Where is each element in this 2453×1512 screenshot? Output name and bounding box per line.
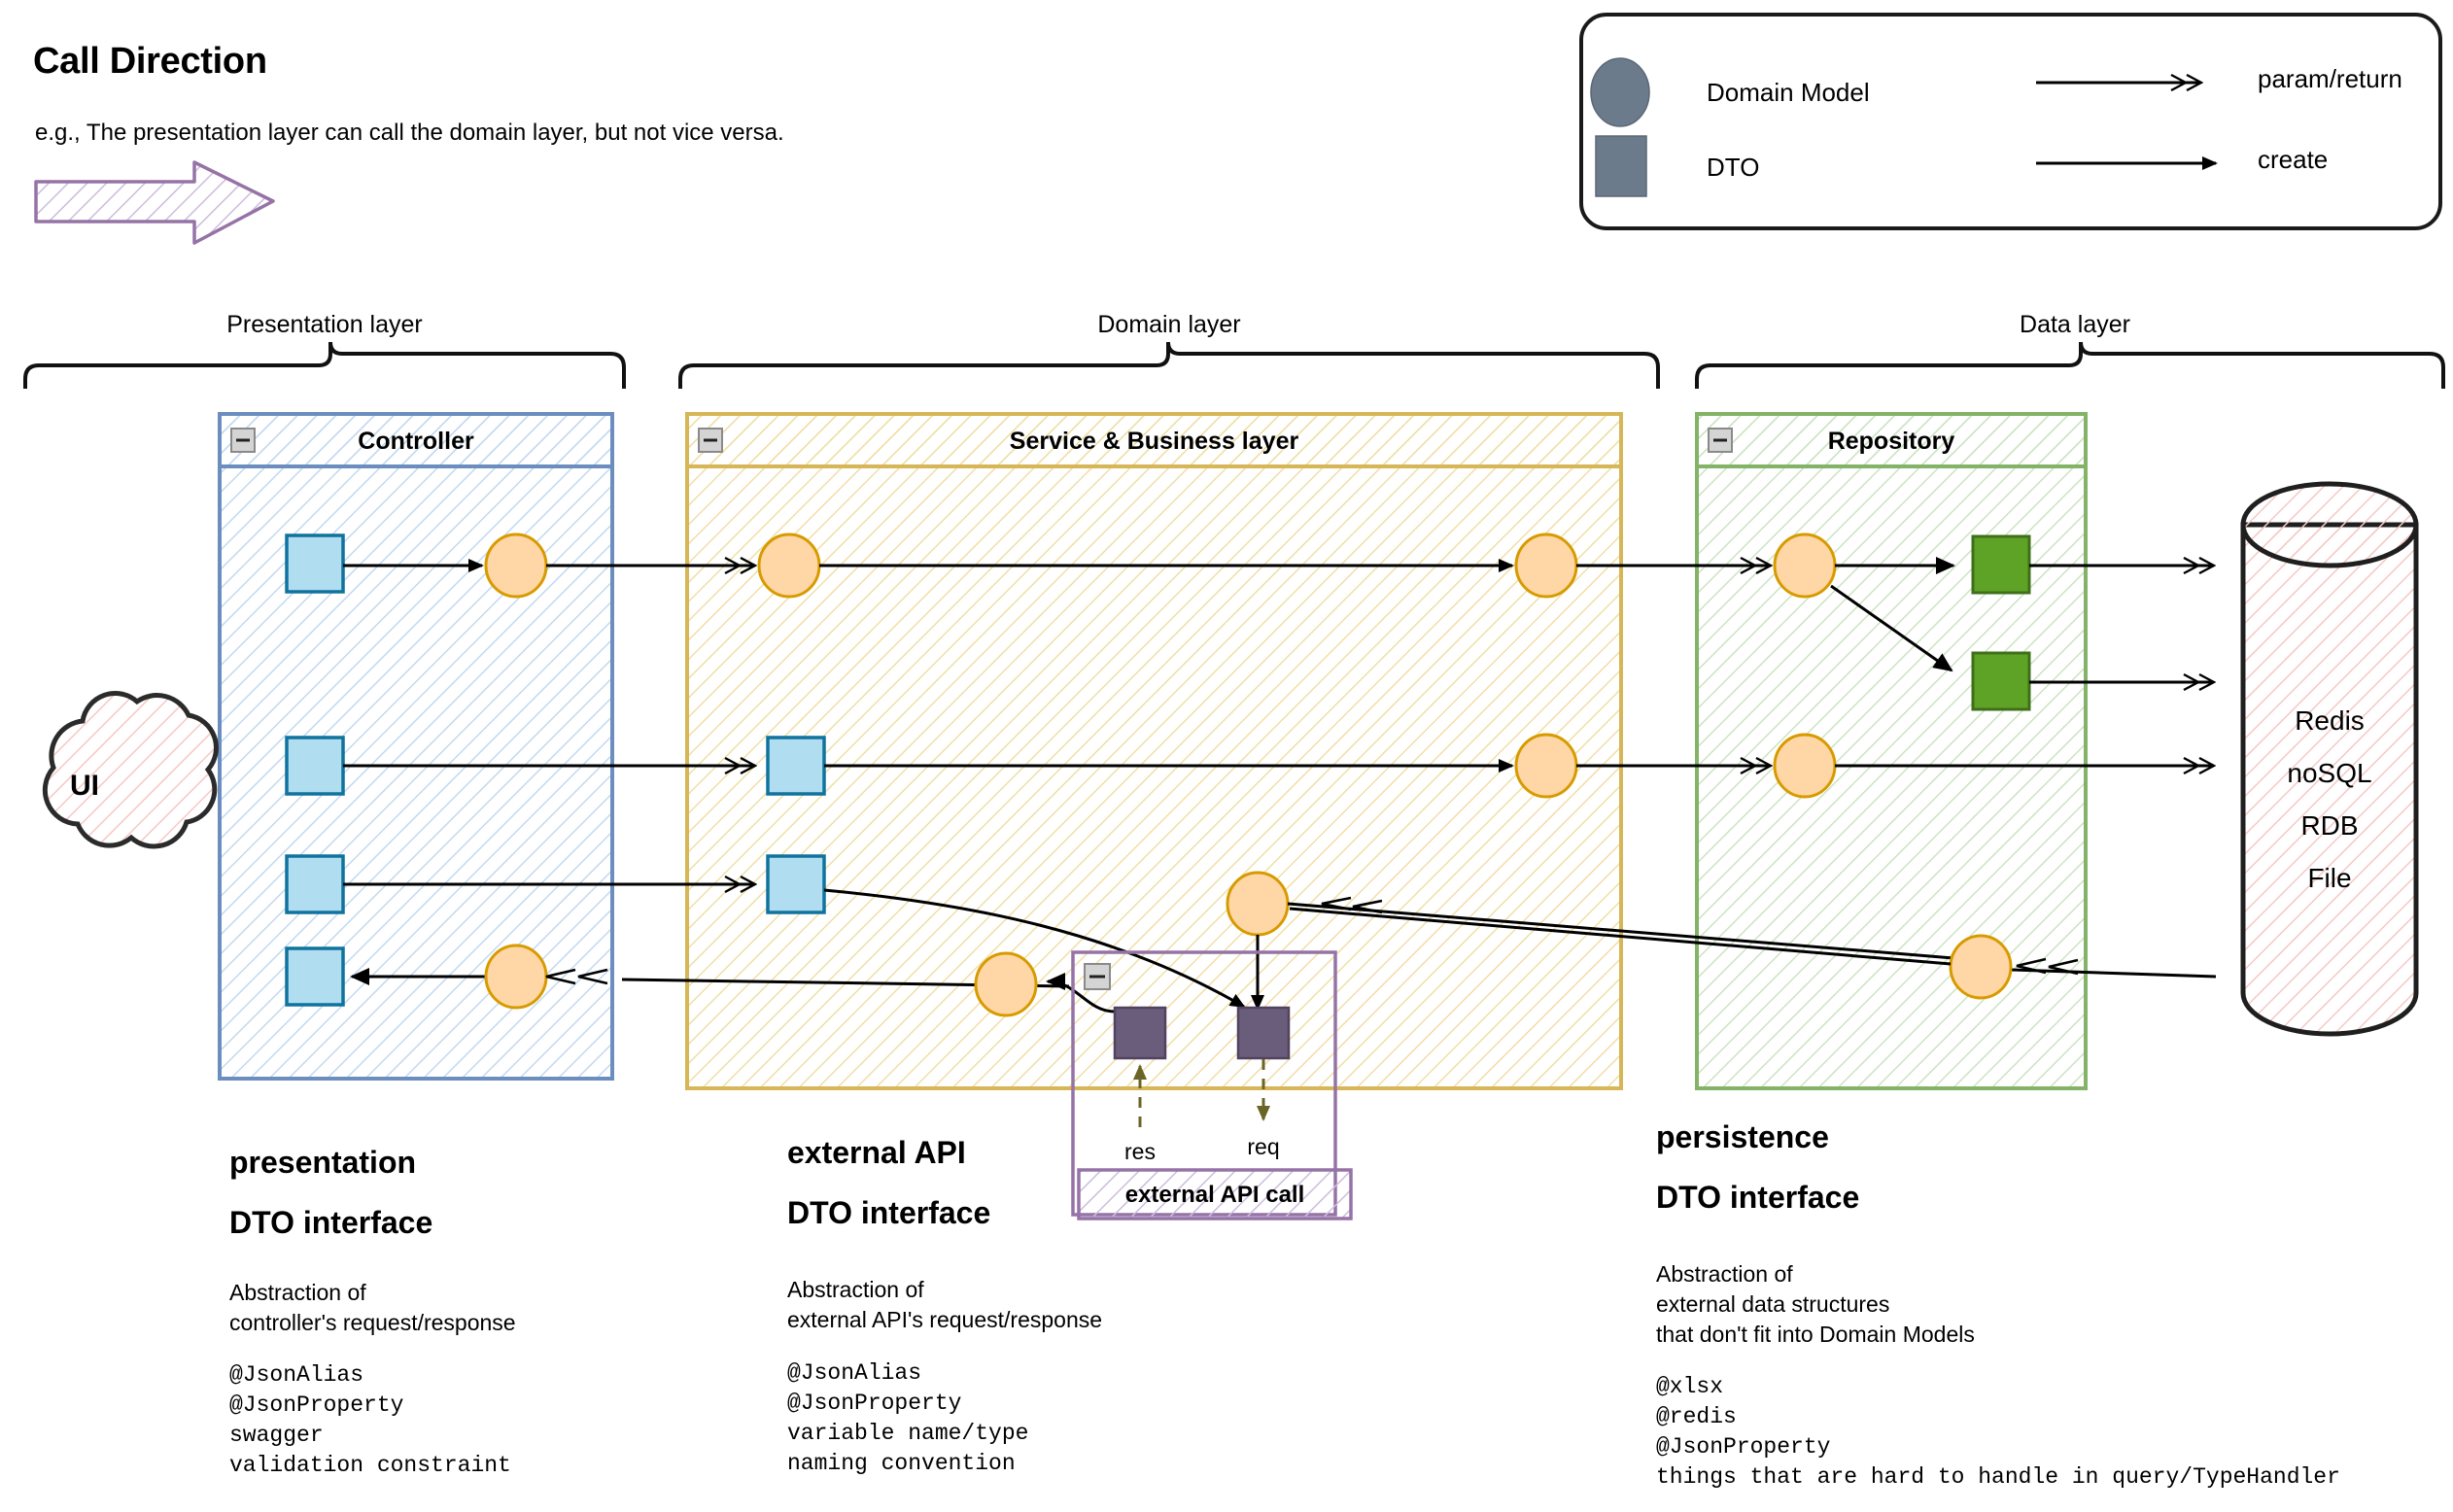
datastore-line-1: noSQL [2287,758,2372,788]
bracket-domain [678,341,1660,389]
flow-row-4 [285,907,2217,1017]
legend-dto-icon [1595,135,1647,197]
note-1-mono: @JsonAlias @JsonProperty swagger validat… [229,1362,511,1478]
datastore-line-0: Redis [2295,705,2365,736]
dto-presentation-2 [285,736,345,796]
panel-title-repository: Repository [1827,428,1955,455]
flow-row-2 [285,733,2214,799]
external-api-res-label: res [1124,1139,1156,1164]
note-2-heading-1: external API [787,1135,966,1170]
note-3-heading-2: DTO interface [1656,1180,1860,1215]
legend-label-create: create [2258,145,2329,174]
note-1-body: Abstraction of controller's request/resp… [229,1280,516,1335]
legend-box [1579,13,2442,230]
panel-title-controller: Controller [358,428,474,455]
panel-repository[interactable] [1695,412,2088,1090]
note-1-heading-2: DTO interface [229,1205,433,1240]
page-subtitle: e.g., The presentation layer can call th… [35,120,784,146]
legend-label-domain-model: Domain Model [1707,78,1870,107]
domain-model-r2 [1773,733,1837,799]
dto-persistence-2 [1971,651,2031,711]
panel-external-api-call[interactable] [1071,950,1353,1220]
domain-model-c2 [484,944,548,1010]
ui-cloud[interactable] [42,691,219,849]
flow-row-1 [285,533,2214,599]
call-direction-arrow-icon [34,160,275,245]
dto-presentation-1 [285,533,345,594]
datastore-line-2: RDB [2300,810,2359,841]
domain-model-s3 [1226,871,1290,937]
panel-title-service: Service & Business layer [1009,428,1299,455]
note-2-heading-2: DTO interface [787,1195,991,1230]
layer-label-domain: Domain layer [1097,311,1241,338]
dto-external-res [1113,1006,1167,1060]
legend-domain-model-icon [1590,57,1650,127]
external-api-req-label: req [1247,1134,1280,1159]
domain-model-ext [974,951,1038,1017]
domain-model-r1 [1773,533,1837,599]
dto-persistence-1 [1971,534,2031,595]
flow-branch-repo [1830,584,2214,711]
dto-presentation-3 [766,736,826,796]
domain-model-r3 [1949,934,2013,1000]
dto-external-req [1236,1006,1291,1060]
domain-model-s1b [1514,533,1578,599]
note-3-mono: @xlsx @redis @JsonProperty things that a… [1656,1374,2340,1490]
flow-return-middle [1226,871,1954,1011]
dto-presentation-6 [285,946,345,1007]
external-api-call-title: external API call [1124,1182,1305,1208]
layer-label-data: Data layer [2020,311,2130,338]
layer-brackets [23,341,2445,389]
layer-label-presentation: Presentation layer [226,311,423,338]
bracket-presentation [23,341,626,389]
legend-label-dto: DTO [1707,153,1760,182]
collapse-icon-external-api [1084,963,1111,990]
note-1-heading-1: presentation [229,1145,417,1180]
panel-service-business[interactable] [685,412,1623,1090]
flow-row-3 [285,854,1246,1009]
note-3-body: Abstraction of external data structures … [1656,1261,1975,1347]
ui-cloud-label: UI [70,770,99,802]
datastore-cylinder[interactable] [2240,481,2419,1037]
domain-model-s2 [1514,733,1578,799]
datastore-line-3: File [2307,863,2352,893]
domain-model-c1 [484,533,548,599]
dto-presentation-5 [766,854,826,914]
note-3-heading-1: persistence [1656,1119,1829,1154]
bracket-data [1695,341,2445,389]
domain-model-s1 [757,533,821,599]
legend-label-param-return: param/return [2258,64,2402,93]
note-2-mono: @JsonAlias @JsonProperty variable name/t… [787,1360,1029,1476]
note-2-body: Abstraction of external API's request/re… [787,1277,1103,1332]
page-title: Call Direction [33,41,267,82]
dto-presentation-4 [285,854,345,914]
